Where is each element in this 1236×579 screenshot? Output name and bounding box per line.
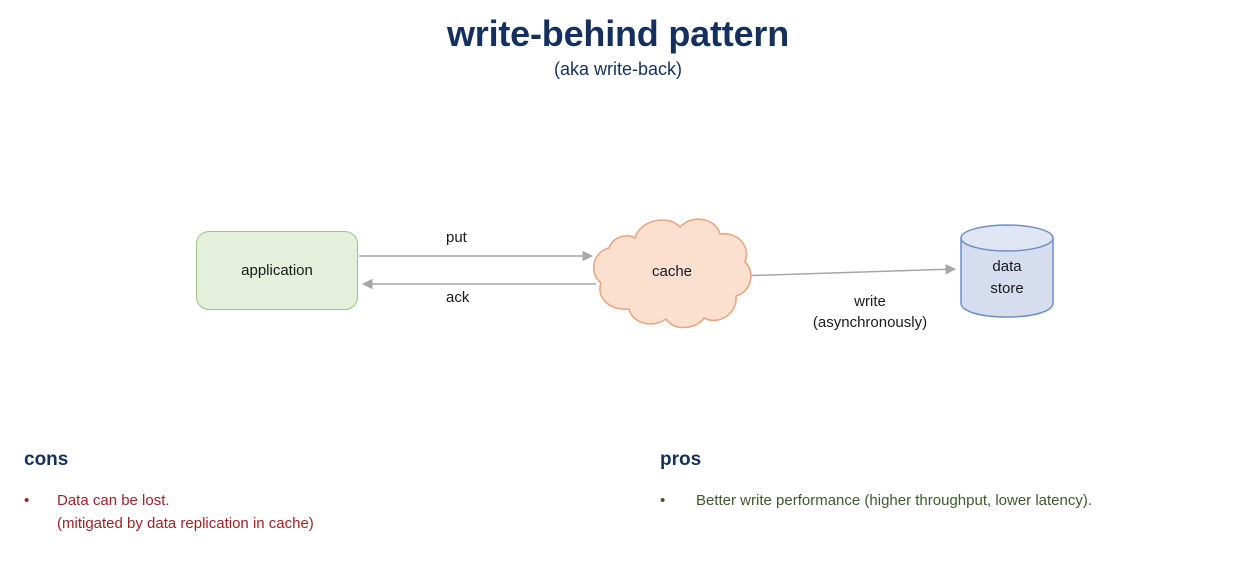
edge-label-ack: ack [446, 289, 470, 306]
bullet-icon: • [660, 491, 666, 509]
node-data-store[interactable]: data store [959, 223, 1055, 318]
list-item: • Better write performance (higher throu… [660, 489, 1220, 512]
page-subtitle: (aka write-back) [553, 59, 683, 80]
node-application-label: application [241, 262, 313, 279]
pros-section: pros • Better write performance (higher … [660, 449, 1220, 512]
node-data-store-label-line1: data [992, 258, 1022, 276]
node-cache-label: cache [651, 262, 693, 280]
cons-item-text: Data can be lost. (mitigated by data rep… [57, 489, 314, 536]
node-cache[interactable]: cache [588, 210, 756, 332]
edge-label-write: write (asynchronously) [770, 291, 970, 334]
edge-write-arrow [736, 264, 957, 277]
bullet-icon: • [24, 491, 30, 509]
pros-item-text: Better write performance (higher through… [696, 491, 1093, 509]
cloud-icon [592, 218, 752, 329]
title-block: write-behind pattern (aka write-back) [0, 13, 1236, 81]
cons-item-line2: (mitigated by data replication in cache) [57, 515, 314, 533]
edge-label-write-line2: (asynchronously) [812, 314, 928, 332]
cylinder-icon [960, 224, 1054, 318]
node-application[interactable]: application [196, 231, 358, 310]
edge-label-write-line1: write [854, 293, 886, 310]
cons-heading: cons [24, 449, 69, 470]
page-title: write-behind pattern [446, 13, 789, 54]
node-data-store-label-line2: store [990, 280, 1024, 297]
edge-label-put: put [446, 229, 467, 246]
cons-item-line1: Data can be lost. [57, 491, 170, 509]
cons-section: cons • Data can be lost. (mitigated by d… [24, 449, 624, 535]
list-item: • Data can be lost. (mitigated by data r… [24, 489, 624, 536]
pros-heading: pros [660, 449, 702, 470]
